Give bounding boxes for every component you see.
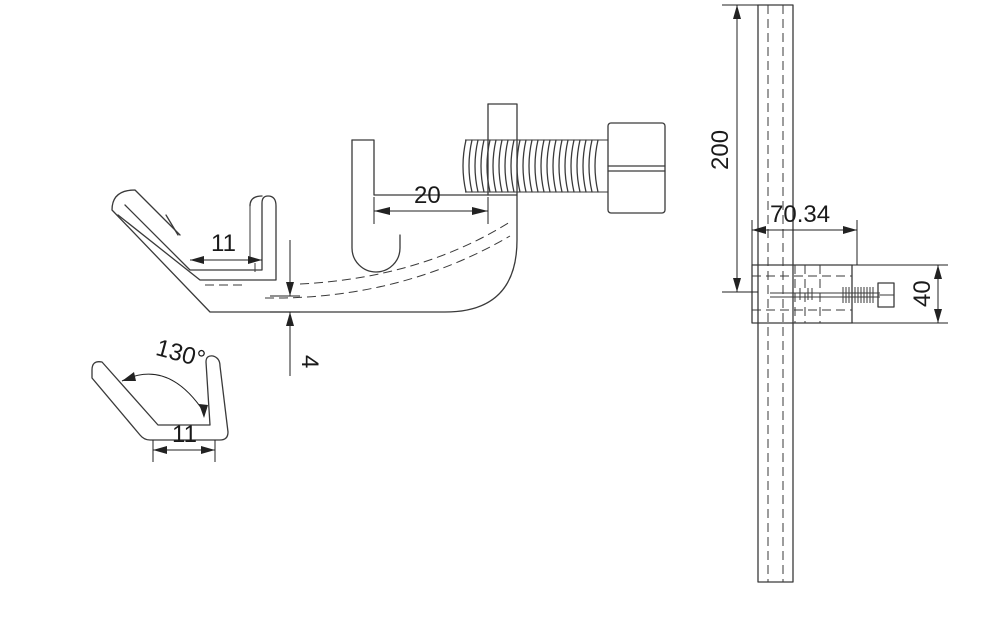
dimension-11-main: 11 [190, 230, 262, 264]
jaw-detail: 130° 11 [91, 334, 229, 462]
dimension-200: 200 [707, 4, 758, 293]
knob [607, 122, 666, 214]
dimension-70-34: 70.34 [751, 201, 858, 265]
dimension-4-label: 4 [296, 355, 323, 368]
clamp-body [111, 139, 518, 313]
dimension-40: 40 [852, 264, 948, 324]
dimension-11-main-label: 11 [211, 230, 236, 257]
dimension-4: 4 [270, 240, 323, 376]
angle-130-label: 130° [153, 334, 208, 373]
dimension-11-detail-label: 11 [172, 421, 197, 448]
dimension-70-34-label: 70.34 [770, 201, 830, 228]
spring [462, 139, 608, 193]
dimension-20-label: 20 [414, 182, 441, 209]
dimension-200-label: 200 [707, 130, 734, 170]
dimension-40-label: 40 [909, 280, 936, 307]
dimension-20: 20 [373, 182, 489, 224]
rod-view [751, 4, 895, 583]
